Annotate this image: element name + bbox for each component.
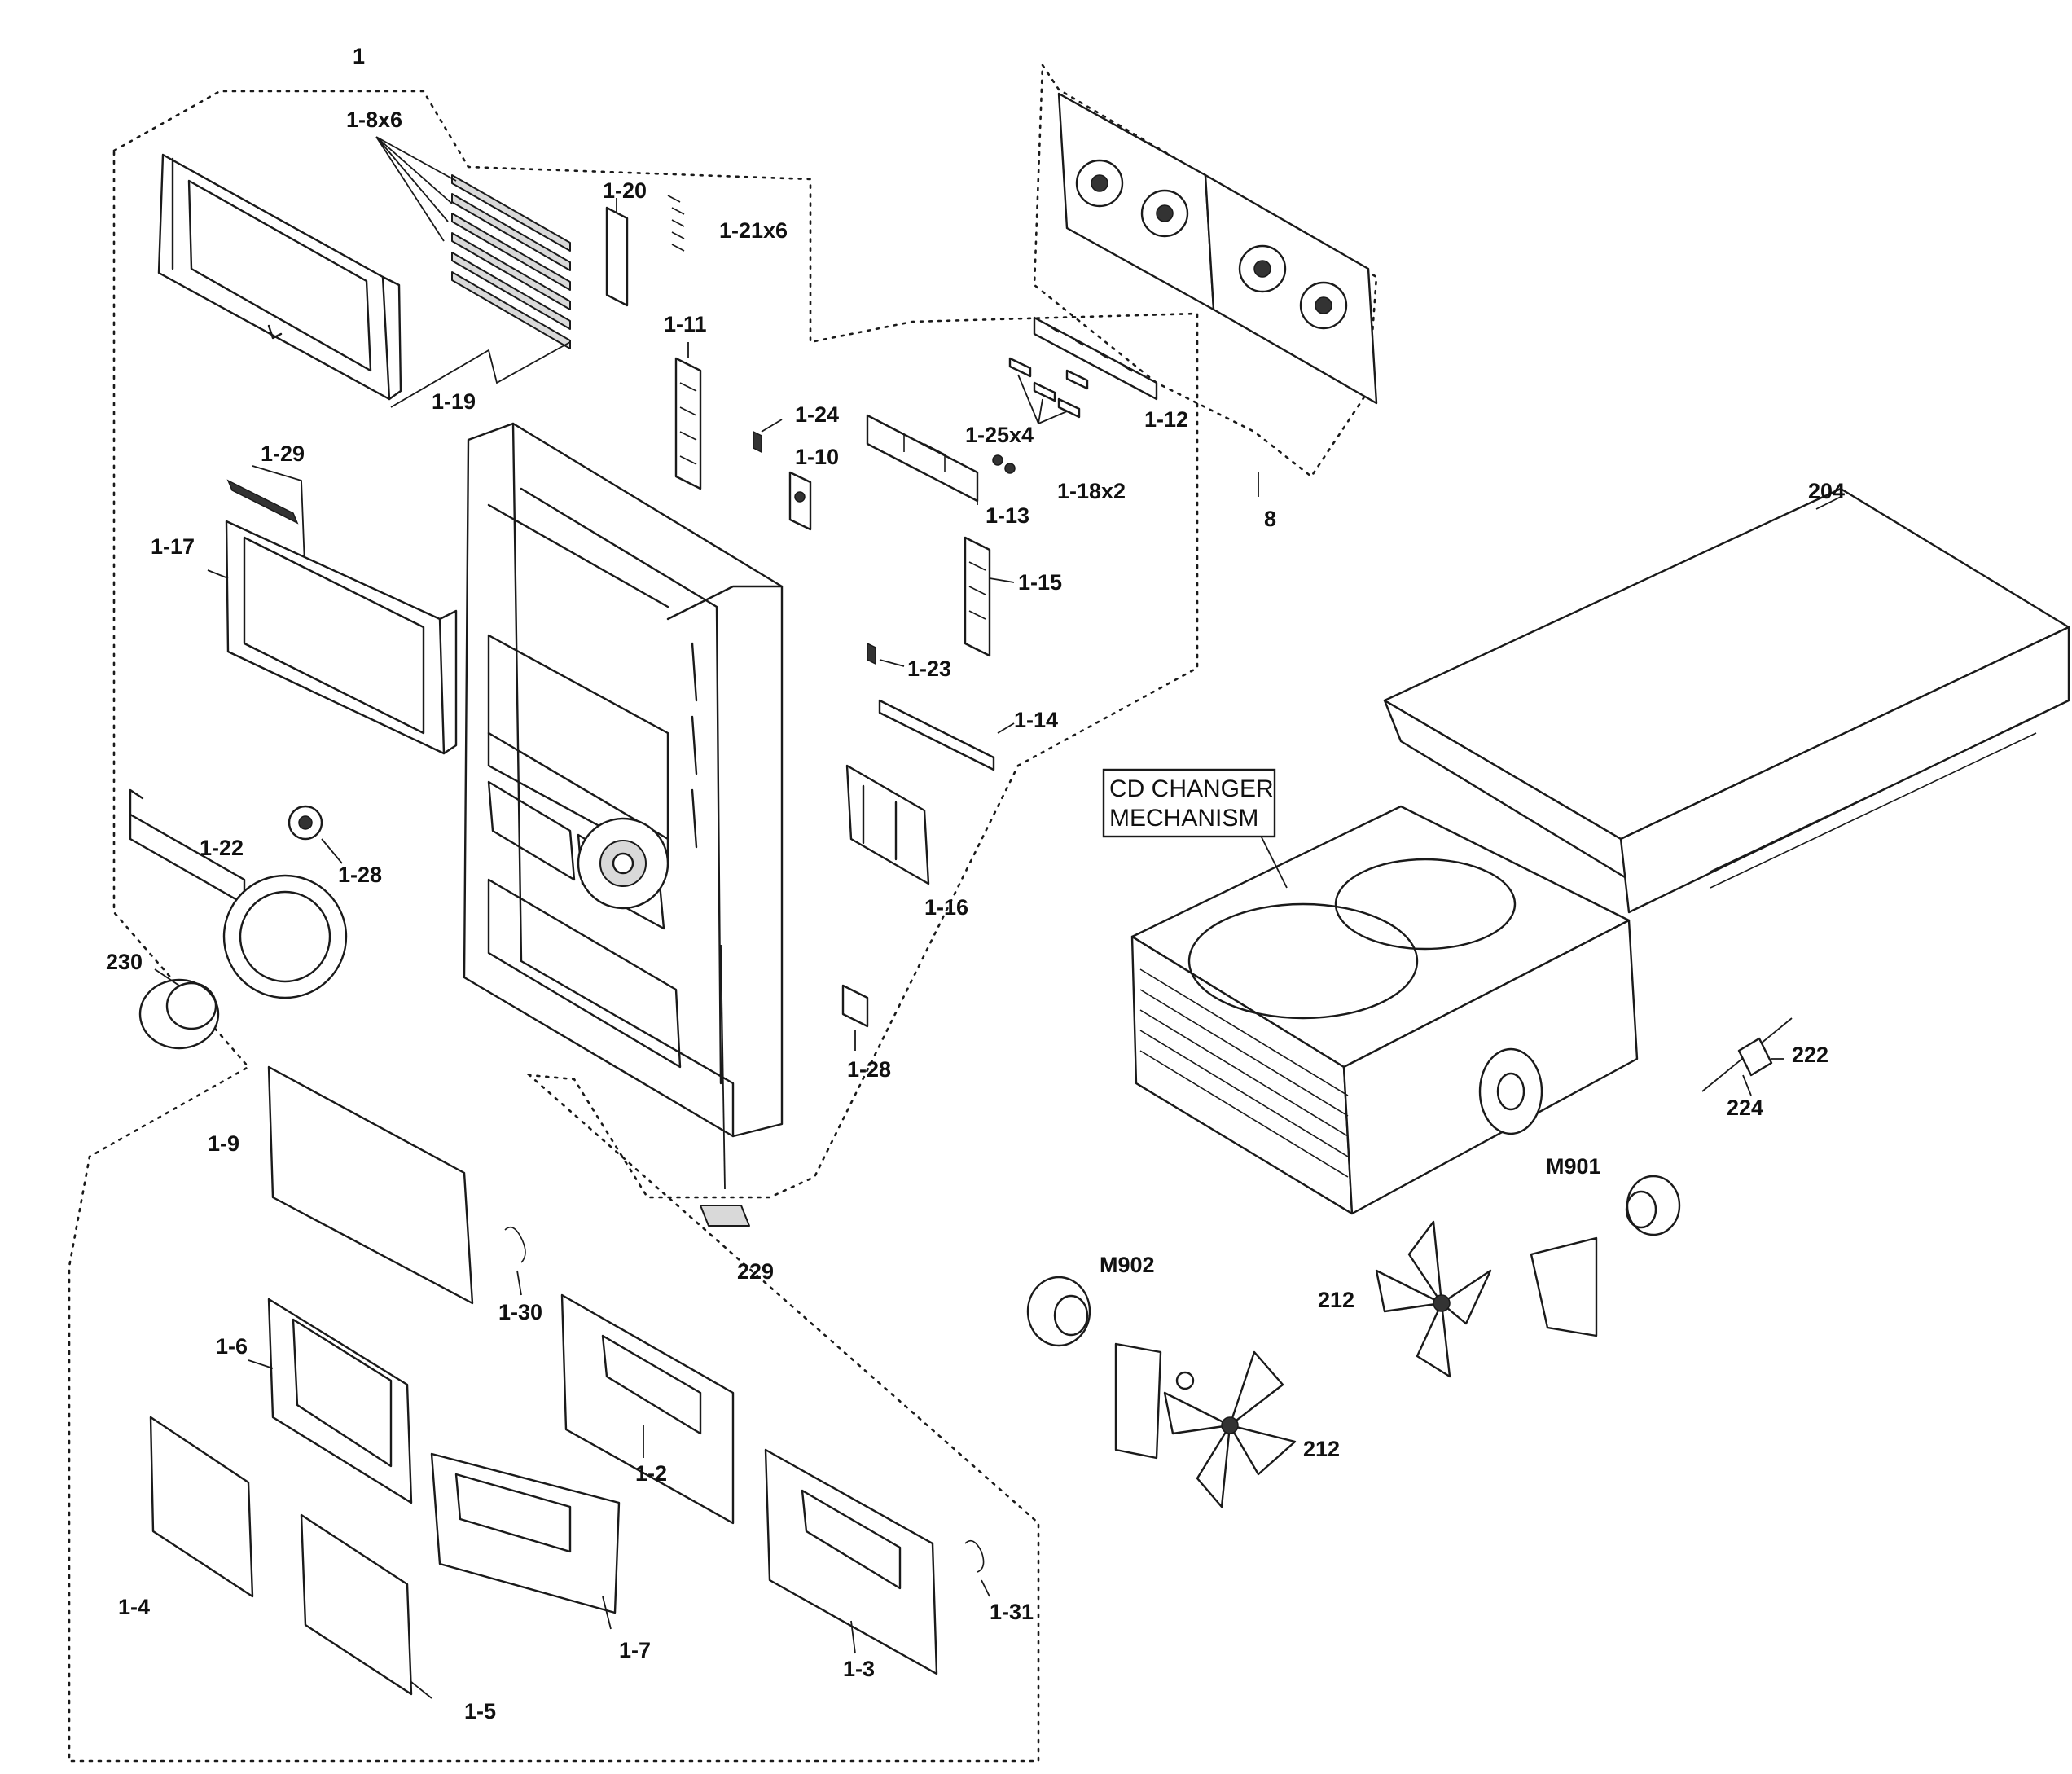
part-1-17-display-window — [207, 520, 458, 755]
label-1-4: 1-4 — [118, 1595, 150, 1619]
part-229-pad — [700, 944, 750, 1227]
part-1-16-bracket — [845, 764, 930, 885]
part-212-fan-a — [1375, 1220, 1598, 1378]
part-labels: 1 1-8x6 1-20 1-21x6 1-19 1-11 1-24 1-10 … — [106, 44, 1845, 1724]
label-1-18x2: 1-18x2 — [1057, 479, 1126, 503]
part-1-19-display-frame — [157, 153, 402, 401]
label-212-b: 212 — [1303, 1437, 1340, 1461]
callout-line-2: MECHANISM — [1109, 805, 1258, 832]
label-8: 8 — [1264, 507, 1276, 531]
part-1-29-logo-badge — [226, 465, 306, 587]
cd-changer-callout-box: CD CHANGER MECHANISM — [1102, 768, 1276, 838]
part-1-6-cassette-holder — [248, 1298, 413, 1504]
label-m901: M901 — [1546, 1154, 1601, 1179]
main-front-cabinet — [463, 422, 784, 1138]
label-1-19: 1-19 — [432, 389, 476, 414]
part-8-cassette-mechanism — [1057, 92, 1378, 497]
label-1-16: 1-16 — [924, 895, 968, 920]
label-1-25x4: 1-25x4 — [965, 423, 1034, 447]
part-212-fan-b — [1114, 1342, 1297, 1508]
part-1-15-button-strip — [964, 536, 1015, 657]
label-1-24: 1-24 — [795, 402, 839, 427]
assembly-boundary-1 — [68, 90, 1199, 1763]
part-m902-motor — [1026, 1276, 1091, 1347]
part-1-30-spring — [504, 1226, 526, 1296]
label-1-9: 1-9 — [208, 1131, 239, 1156]
part-1-5-cover — [300, 1513, 432, 1699]
label-1-20: 1-20 — [603, 178, 647, 203]
leader-1-19 — [390, 341, 571, 408]
label-1-21x6: 1-21x6 — [719, 218, 788, 243]
label-1-11: 1-11 — [664, 312, 707, 336]
label-1-3: 1-3 — [843, 1657, 875, 1681]
label-1-12: 1-12 — [1144, 407, 1188, 432]
part-1-11-button-strip — [674, 342, 702, 490]
label-212-a: 212 — [1318, 1288, 1354, 1312]
callout-line-1: CD CHANGER — [1109, 775, 1274, 802]
part-1-25-buttons — [1008, 357, 1089, 424]
part-1-24-clip — [753, 419, 783, 454]
label-1-29: 1-29 — [261, 441, 305, 466]
part-1-22-speaker-bracket — [129, 788, 348, 999]
label-1-28-b: 1-28 — [847, 1057, 891, 1082]
label-1-31: 1-31 — [990, 1600, 1034, 1624]
part-1-31-spring — [964, 1539, 990, 1597]
label-222: 222 — [1792, 1043, 1828, 1067]
label-1-10: 1-10 — [795, 445, 839, 469]
label-204: 204 — [1808, 479, 1845, 503]
part-222-224-connector — [1701, 1017, 1793, 1096]
label-224: 224 — [1727, 1096, 1763, 1120]
label-1-23: 1-23 — [907, 656, 951, 681]
part-230-knob — [138, 968, 220, 1050]
label-1-8x6: 1-8x6 — [346, 108, 402, 132]
label-m902: M902 — [1100, 1253, 1155, 1277]
label-1-15: 1-15 — [1018, 570, 1062, 595]
part-1-7-cassette-door — [430, 1452, 621, 1630]
part-1-18-screws — [992, 454, 1016, 474]
part-m901-motor — [1625, 1175, 1681, 1236]
part-1-3-cassette-frame — [764, 1448, 938, 1675]
part-1-12-button-panel — [1033, 316, 1158, 401]
part-1-10-knob-holder — [788, 471, 812, 531]
label-1-28-a: 1-28 — [338, 863, 382, 887]
label-1-13: 1-13 — [986, 503, 1029, 528]
part-1-2-cassette-frame — [560, 1293, 735, 1525]
part-1-28-knob-a — [288, 805, 343, 864]
part-1-9-door — [267, 1065, 474, 1305]
label-1-5: 1-5 — [464, 1699, 496, 1724]
label-1-30: 1-30 — [498, 1300, 542, 1324]
cd-changer-mechanism — [1130, 805, 1639, 1215]
label-229: 229 — [737, 1259, 774, 1284]
label-1-2: 1-2 — [635, 1461, 667, 1486]
label-1-17: 1-17 — [151, 534, 195, 559]
part-1-8-slats — [375, 136, 571, 349]
part-1-23-clip — [867, 642, 905, 667]
part-1-20-bracket — [605, 195, 685, 307]
part-204-top-cabinet — [1383, 487, 2070, 914]
part-1-13-control-panel — [866, 414, 979, 505]
label-1: 1 — [353, 44, 365, 68]
label-1-22: 1-22 — [200, 836, 244, 860]
part-1-28-knob-b — [841, 984, 869, 1051]
label-230: 230 — [106, 950, 143, 974]
part-1-14-button-bar — [878, 699, 1015, 771]
part-1-4-cover — [149, 1416, 254, 1598]
label-1-6: 1-6 — [216, 1334, 248, 1359]
label-1-14: 1-14 — [1014, 708, 1058, 732]
label-1-7: 1-7 — [619, 1638, 651, 1662]
